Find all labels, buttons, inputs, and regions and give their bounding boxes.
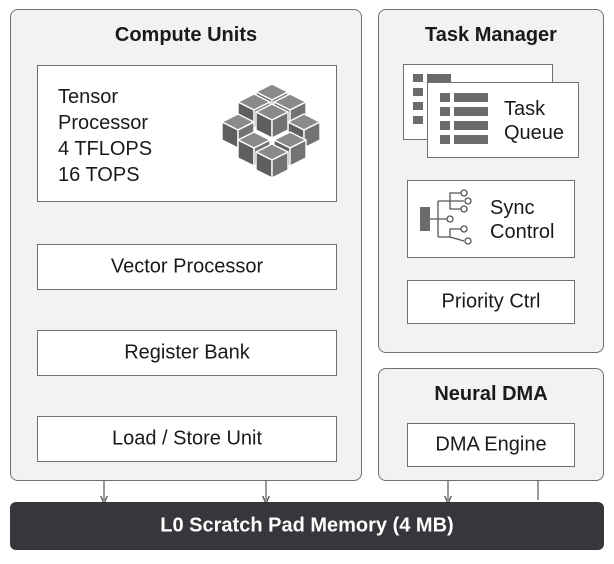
task-manager-title: Task Manager [425, 24, 557, 46]
cube-cluster-icon [222, 83, 321, 179]
priority-ctrl-label: Priority Ctrl [441, 290, 541, 313]
neural-dma-panel: Neural DMA DMA Engine [378, 368, 604, 481]
compute-units-panel: Compute Units Tensor Processor 4 TFLOPS … [10, 9, 362, 481]
scratch-pad-memory-label: L0 Scratch Pad Memory (4 MB) [160, 514, 454, 537]
sync-control-line-1: Sync [490, 197, 535, 219]
register-bank-box: Register Bank [37, 330, 337, 376]
load-store-unit-label: Load / Store Unit [111, 427, 263, 450]
tensor-processor-tops: 16 TOPS [58, 164, 140, 186]
tensor-processor-box: Tensor Processor 4 TFLOPS 16 TOPS [37, 65, 337, 202]
tree-hierarchy-icon [420, 189, 472, 245]
dma-engine-box: DMA Engine [407, 423, 575, 467]
tensor-processor-text: Tensor Processor 4 TFLOPS 16 TOPS [58, 84, 152, 188]
tensor-processor-line-2: Processor [58, 112, 149, 134]
dma-engine-label: DMA Engine [435, 433, 547, 456]
priority-ctrl-box: Priority Ctrl [407, 280, 575, 324]
scratch-pad-memory-bar: L0 Scratch Pad Memory (4 MB) [10, 502, 604, 550]
sync-control-label: Sync Control [490, 196, 554, 244]
sync-control-box: Sync Control [407, 180, 575, 258]
task-manager-panel: Task Manager Task Queue [378, 9, 604, 353]
compute-units-title: Compute Units [114, 24, 258, 46]
vector-processor-box: Vector Processor [37, 244, 337, 290]
task-queue-line-2: Queue [504, 122, 565, 144]
vector-processor-label: Vector Processor [110, 255, 264, 278]
register-bank-label: Register Bank [124, 341, 250, 364]
sync-control-line-2: Control [490, 221, 555, 243]
tensor-processor-tflops: 4 TFLOPS [58, 138, 153, 160]
task-queue-box: Task Queue [427, 82, 579, 158]
task-queue-label: Task Queue [504, 97, 564, 145]
task-queue-line-1: Task [504, 98, 546, 120]
list-icon [440, 93, 488, 144]
tensor-processor-line-1: Tensor [58, 86, 119, 108]
neural-dma-title: Neural DMA [434, 383, 548, 405]
load-store-unit-box: Load / Store Unit [37, 416, 337, 462]
